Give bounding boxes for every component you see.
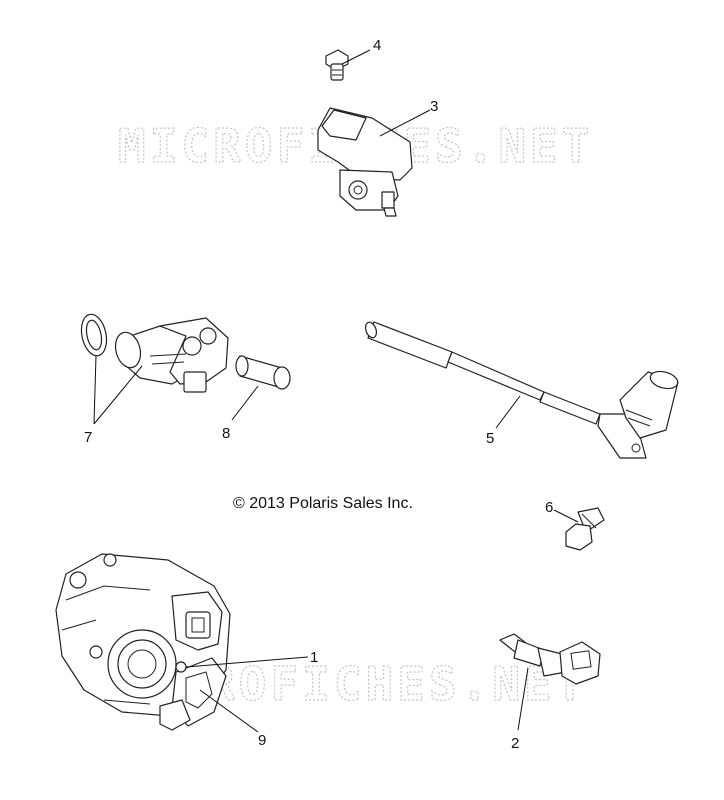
part-2-temp-sensor[interactable] — [499, 633, 601, 685]
callout-6: 6 — [545, 499, 553, 516]
part-8-bushing[interactable] — [235, 355, 291, 390]
part-4-bolt[interactable] — [325, 49, 349, 81]
part-7-o-ring[interactable] — [78, 312, 110, 358]
part-9-tps[interactable] — [159, 657, 227, 731]
callout-9: 9 — [258, 732, 266, 749]
callout-3: 3 — [430, 98, 438, 115]
part-7-cam-sensor[interactable] — [112, 317, 229, 393]
part-6-bolt[interactable] — [565, 507, 605, 551]
callout-2: 2 — [511, 735, 519, 752]
part-3-map-sensor[interactable] — [317, 107, 413, 217]
callout-5: 5 — [486, 430, 494, 447]
callout-7: 7 — [84, 429, 92, 446]
part-5-speed-sensor[interactable] — [364, 321, 680, 459]
copyright-text: © 2013 Polaris Sales Inc. — [233, 495, 413, 512]
callout-1: 1 — [310, 649, 318, 666]
callout-4: 4 — [373, 37, 381, 54]
callout-8: 8 — [222, 425, 230, 442]
leader-lines — [93, 49, 579, 733]
